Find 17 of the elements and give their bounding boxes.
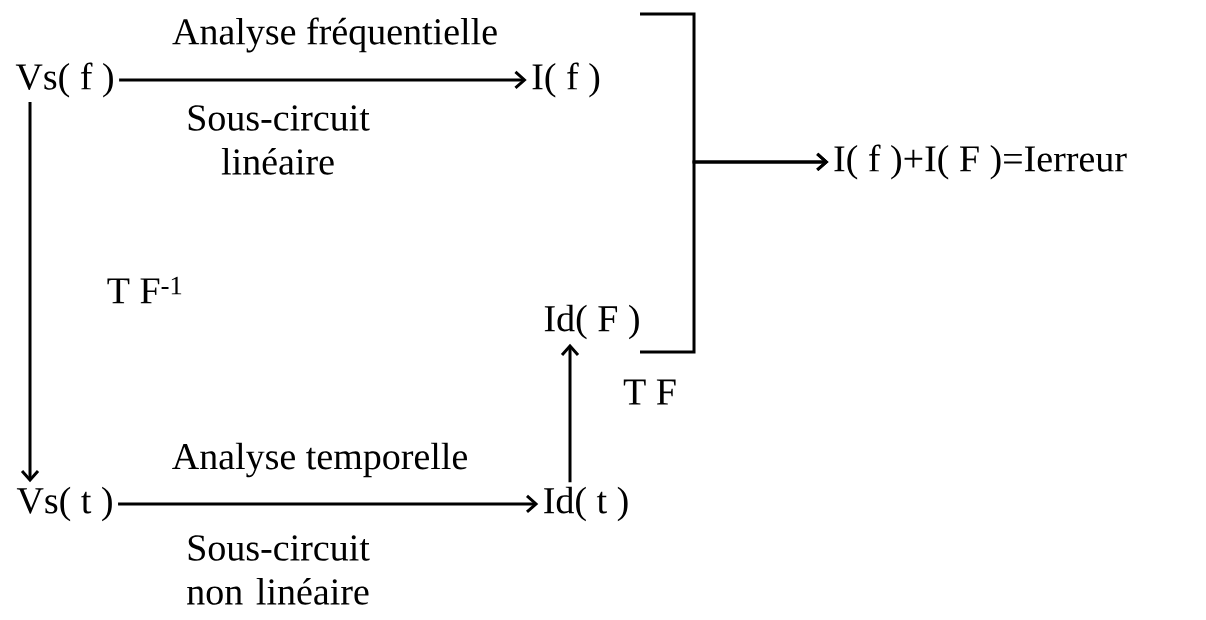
bracket-arrow xyxy=(640,152,829,354)
note-label: Sous-circuit linéaire xyxy=(188,105,370,175)
note-label: Sous-circuit non linéaire xyxy=(187,535,370,605)
term-label: Vs( f ) xyxy=(15,62,113,98)
term-label: Vs( t ) xyxy=(16,486,112,522)
term-label: Id( t ) xyxy=(544,486,628,522)
term-label: I( f ) xyxy=(532,62,600,98)
term-label: I( f )+I( F )=Ierreur xyxy=(834,144,1127,180)
arrow xyxy=(20,101,40,483)
edge-label: T F$^{-1}$ xyxy=(107,276,182,304)
arrow xyxy=(118,494,539,514)
edge-label: Analyse temporelle xyxy=(172,442,467,478)
term-label: Id( F ) xyxy=(544,304,639,340)
edge-label: Analyse fréquentielle xyxy=(172,17,497,53)
arrow xyxy=(560,343,580,483)
arrow xyxy=(119,70,527,90)
edge-label: T F xyxy=(623,379,676,405)
